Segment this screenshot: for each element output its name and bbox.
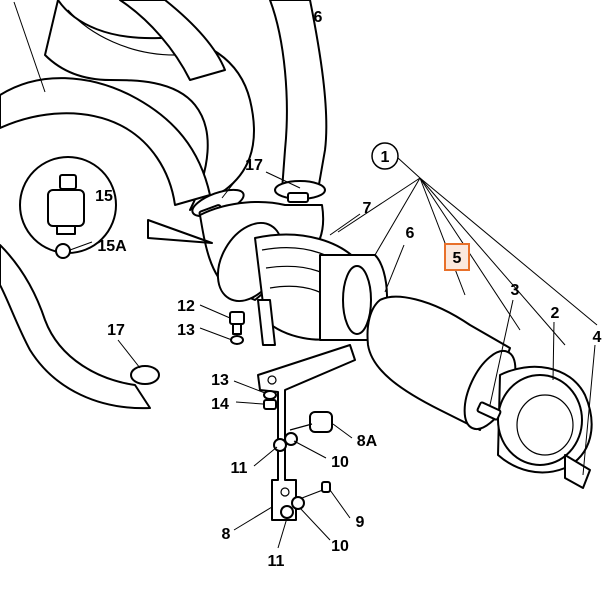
clamp-17-lower	[130, 365, 160, 385]
washer-10-bottom	[291, 496, 305, 510]
washer-13-top	[230, 335, 244, 345]
label-11-top: 11	[231, 460, 248, 477]
filter-housing	[476, 365, 593, 489]
bolt-12	[229, 311, 245, 335]
label-14: 14	[211, 396, 229, 413]
label-3: 3	[511, 282, 520, 299]
label-4: 4	[593, 329, 602, 346]
label-9: 9	[356, 514, 365, 531]
label-11-bottom: 11	[268, 553, 285, 570]
nut-11-bottom	[280, 505, 294, 519]
label-13-bottom: 13	[211, 372, 229, 389]
label-17-top: 17	[245, 157, 263, 174]
label-10-bottom: 10	[331, 538, 349, 555]
upper-right-hose	[119, 0, 328, 191]
hose-clamp-right	[274, 180, 326, 203]
label-13-top: 13	[177, 322, 195, 339]
bolt-9	[301, 481, 331, 499]
lower-left-hose	[0, 77, 211, 410]
stud-8A	[289, 411, 333, 433]
label-1: 1	[381, 149, 390, 166]
label-8A: 8A	[357, 433, 378, 450]
label-10-top: 10	[331, 454, 349, 471]
sensor-inset	[19, 156, 213, 259]
leader-lines	[69, 157, 598, 549]
leader-top	[13, 1, 46, 93]
label-12: 12	[177, 298, 195, 315]
label-15A: 15A	[97, 238, 127, 255]
label-6-top: 6	[314, 9, 323, 26]
mounting-bracket	[257, 344, 356, 521]
nut-14	[263, 399, 277, 410]
filter-element	[366, 295, 517, 431]
label-2: 2	[551, 305, 560, 322]
washer-13-bottom	[263, 390, 277, 400]
nut-11-top	[273, 438, 287, 452]
label-15: 15	[95, 188, 113, 205]
callout-5-highlight[interactable]: 5	[444, 243, 470, 271]
label-8: 8	[222, 526, 231, 543]
callout-1: 1	[371, 142, 399, 170]
label-7: 7	[363, 200, 372, 217]
label-6: 6	[406, 225, 415, 242]
label-5: 5	[453, 250, 462, 267]
washer-10-top	[284, 432, 298, 446]
label-17-lower: 17	[107, 322, 125, 339]
